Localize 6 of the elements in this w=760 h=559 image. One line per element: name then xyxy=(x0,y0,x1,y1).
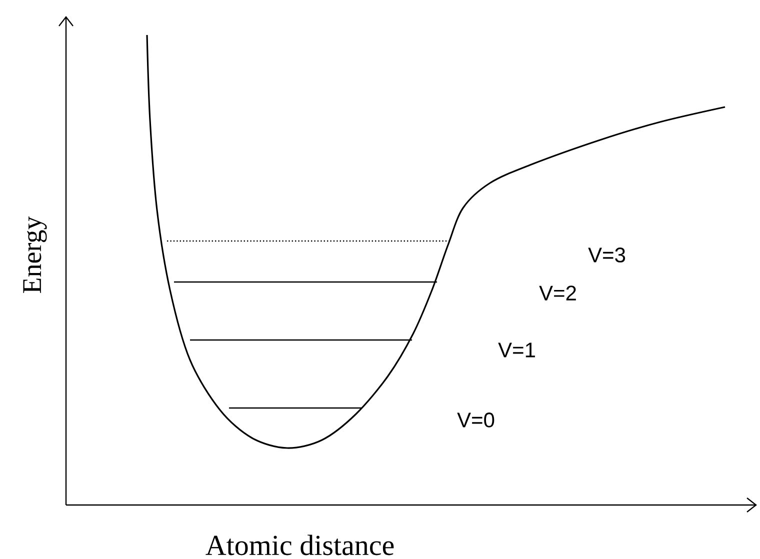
level-label: V=3 xyxy=(588,248,626,262)
level-label: V=0 xyxy=(457,412,494,428)
level-label: V=2 xyxy=(539,286,576,300)
axis-label: Energy xyxy=(23,216,47,293)
axis-label: Atomic distance xyxy=(206,534,394,556)
level-label: V=1 xyxy=(498,342,535,358)
